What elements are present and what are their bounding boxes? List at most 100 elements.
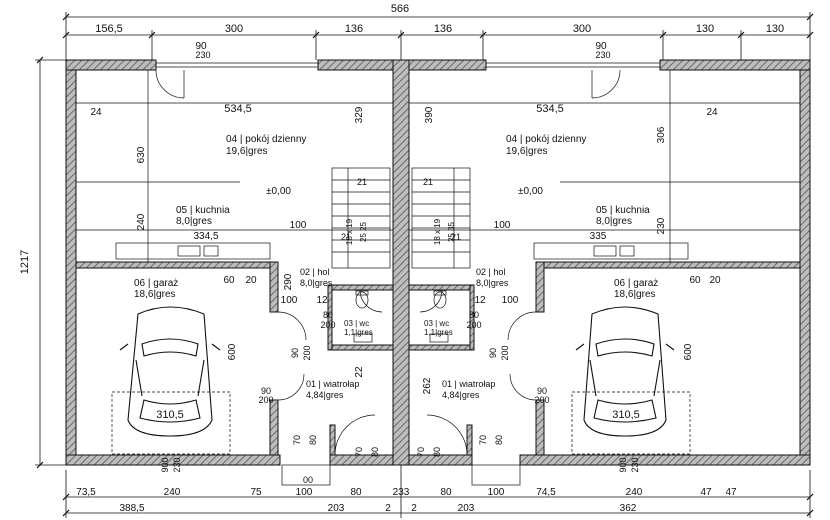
stair-spec: 18 x 19 bbox=[433, 218, 442, 245]
dim-int: 100 bbox=[290, 220, 307, 231]
dim-int: 310,5 bbox=[612, 409, 640, 421]
dim-int: 290 bbox=[283, 273, 294, 290]
dim-int: 240 bbox=[136, 213, 147, 230]
stair-count: 21 bbox=[341, 232, 351, 242]
car-icon-left bbox=[119, 306, 221, 437]
dim-int: 900 bbox=[618, 457, 628, 472]
dim-int: 70 bbox=[292, 435, 302, 445]
dim-bottom-1: 80 bbox=[350, 487, 362, 498]
dim-bottom-1: 47 bbox=[725, 487, 737, 498]
car-icon-right bbox=[575, 306, 675, 437]
dim-top-3: 136 bbox=[345, 23, 363, 35]
dim-int: 70 bbox=[478, 435, 488, 445]
dim-int: 90 bbox=[537, 386, 547, 396]
dim-int: 20 bbox=[245, 275, 257, 286]
dim-int: 310,5 bbox=[156, 409, 184, 421]
dim-int: 24 bbox=[90, 107, 102, 118]
room-area: 8,0|gres bbox=[176, 216, 212, 227]
dim-int: 200 bbox=[500, 345, 510, 360]
stair-count: 21 bbox=[423, 177, 433, 187]
dim-int: 600 bbox=[683, 343, 694, 360]
dim-int: 100 bbox=[502, 295, 519, 306]
room-vestibule-left: 01 | wiatrołap 4,84|gres bbox=[306, 379, 359, 400]
room-area: 8,0|gres bbox=[596, 216, 632, 227]
room-living-left: 04 | pokój dzienny 19,6|gres bbox=[226, 134, 306, 157]
room-name: 02 | hol bbox=[300, 267, 329, 277]
dim-int: 306 bbox=[656, 126, 667, 143]
room-area: 19,6|gres bbox=[506, 146, 548, 157]
dim-bottom-1: 47 bbox=[700, 487, 712, 498]
dim-bottom-2: 2 bbox=[385, 503, 391, 514]
dim-int: 262 bbox=[422, 377, 433, 394]
dim-int: 60 bbox=[223, 275, 235, 286]
dim-int: 70 bbox=[416, 447, 426, 457]
dim-int: 200 bbox=[320, 320, 335, 330]
dim-bottom-2: 362 bbox=[620, 503, 637, 514]
dim-int: 00 bbox=[303, 475, 313, 485]
dim-int: 335 bbox=[590, 231, 607, 242]
room-name: 05 | kuchnia bbox=[596, 205, 650, 216]
room-area: 18,6|gres bbox=[614, 289, 656, 300]
dim-bottom-1: 240 bbox=[164, 487, 181, 498]
dim-top-1: 156,5 bbox=[95, 23, 123, 35]
room-name: 03 | wc bbox=[344, 319, 369, 328]
dim-bottom-1: 73,5 bbox=[76, 487, 96, 498]
dim-bottom-1: 80 bbox=[440, 487, 452, 498]
dim-int: 600 bbox=[227, 343, 238, 360]
room-wc-right: 03 | wc 1,1|gres bbox=[424, 319, 453, 337]
dim-int: 80 bbox=[494, 435, 504, 445]
room-name: 04 | pokój dzienny bbox=[506, 134, 586, 145]
dim-bottom-1: 75 bbox=[250, 487, 262, 498]
dim-int: 630 bbox=[136, 146, 147, 163]
dim-top-6: 130 bbox=[696, 23, 714, 35]
dim-bottom-2: 2 bbox=[411, 503, 417, 514]
dim-int: 534,5 bbox=[536, 103, 564, 115]
room-name: 05 | kuchnia bbox=[176, 205, 230, 216]
dim-int: 200 bbox=[534, 395, 549, 405]
dim-int: 100 bbox=[281, 295, 298, 306]
dim-int: 60 bbox=[689, 275, 701, 286]
room-name: 01 | wiatrołap bbox=[306, 379, 359, 389]
dim-int: 200 bbox=[466, 320, 481, 330]
window-dim-left-h: 230 bbox=[195, 50, 210, 60]
dim-int: 90 bbox=[290, 348, 300, 358]
dim-int: 534,5 bbox=[224, 103, 252, 115]
room-name: 04 | pokój dzienny bbox=[226, 134, 306, 145]
dim-int: 900 bbox=[160, 457, 170, 472]
room-name: 03 | wc bbox=[424, 319, 449, 328]
dim-top-7: 130 bbox=[766, 23, 784, 35]
stair-count: 21 bbox=[357, 177, 367, 187]
dim-bottom-1: 100 bbox=[488, 487, 505, 498]
room-kitchen-right: 05 | kuchnia 8,0|gres bbox=[596, 205, 650, 227]
dim-overall-width: 566 bbox=[391, 3, 409, 15]
dimension-lines bbox=[35, 12, 814, 518]
dim-int: 230 bbox=[656, 217, 667, 234]
dim-top-5: 300 bbox=[573, 23, 591, 35]
window-dim-right-h: 230 bbox=[595, 50, 610, 60]
dim-bottom-2: 203 bbox=[328, 503, 345, 514]
dim-int: 200 bbox=[302, 345, 312, 360]
dim-bottom-1: 240 bbox=[626, 487, 643, 498]
dim-int: 12 bbox=[316, 295, 328, 306]
room-vestibule-right: 01 | wiatrołap 4,84|gres bbox=[442, 379, 495, 400]
room-living-right: 04 | pokój dzienny 19,6|gres bbox=[506, 134, 586, 157]
dim-int: 390 bbox=[424, 106, 435, 123]
room-area: 4,84|gres bbox=[306, 390, 344, 400]
dim-int: 22 bbox=[354, 366, 365, 378]
room-hall-left: 02 | hol 8,0|gres bbox=[300, 267, 333, 288]
dim-bottom-2: 388,5 bbox=[119, 503, 144, 514]
dim-top-4: 136 bbox=[434, 23, 452, 35]
walls bbox=[65, 59, 811, 466]
room-area: 8,0|gres bbox=[476, 278, 509, 288]
dim-int: 70 bbox=[354, 447, 364, 457]
dim-bottom-1: 233 bbox=[393, 487, 410, 498]
dim-int: 230 bbox=[172, 457, 182, 472]
level-marker-left: ±0,00 bbox=[266, 186, 291, 197]
room-name: 06 | garaż bbox=[134, 278, 178, 289]
dim-int: 200 bbox=[258, 395, 273, 405]
dim-top-2: 300 bbox=[225, 23, 243, 35]
room-kitchen-left: 05 | kuchnia 8,0|gres bbox=[176, 205, 230, 227]
room-area: 1,1|gres bbox=[424, 328, 453, 337]
